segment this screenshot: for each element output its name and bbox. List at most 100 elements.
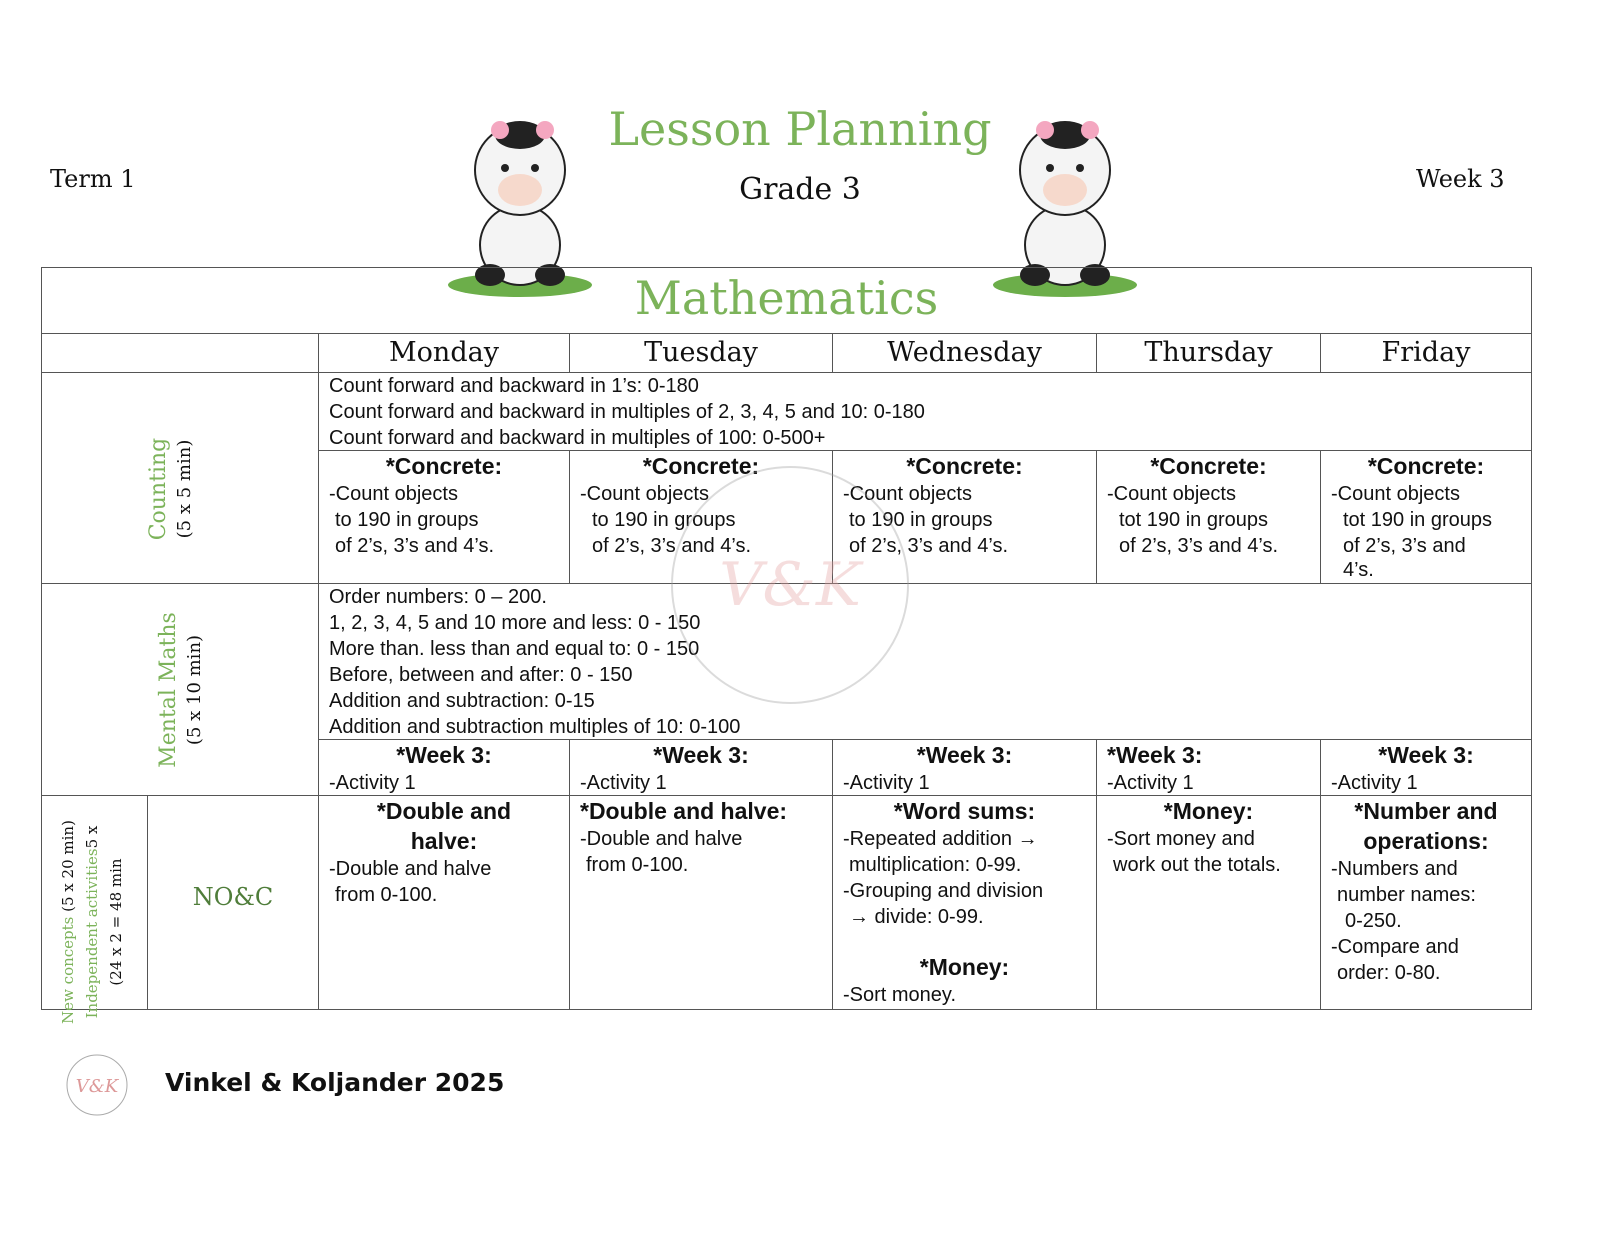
noc-label-cell: NO&C xyxy=(147,795,319,1010)
text-line: 5 x xyxy=(83,825,101,849)
text-line: to 190 in groups xyxy=(335,509,479,531)
text-line: Independent activities xyxy=(83,848,101,1019)
noc-friday: *Number and operations: -Numbers and numbe… xyxy=(1320,795,1532,1010)
mental-wednesday: *Week 3: -Activity 1 xyxy=(832,739,1097,796)
text-line: *Money: xyxy=(919,954,1010,980)
text-line: Order numbers: 0 – 200. xyxy=(329,586,547,608)
text-line: *Concrete: xyxy=(642,453,760,479)
counting-thursday: *Concrete: -Count objects tot 190 in group… xyxy=(1096,450,1321,584)
text-line: *Money: xyxy=(1163,798,1254,824)
text-line: tot 190 in groups xyxy=(1343,509,1492,531)
counting-general-line: Count forward and backward in multiples … xyxy=(329,427,826,449)
text-line: *Concrete: xyxy=(1150,453,1267,479)
text-line: New concepts xyxy=(59,916,77,1024)
text-line: -Grouping and division xyxy=(843,880,1044,902)
page-title: Lesson Planning xyxy=(608,102,992,156)
text-line: -Sort money. xyxy=(843,984,956,1006)
text-line: -Count objects xyxy=(1331,483,1460,505)
mental-thursday: *Week 3: -Activity 1 xyxy=(1096,739,1321,796)
text-line: (24 x 2 = 48 min xyxy=(107,858,125,986)
text-line: *Concrete: xyxy=(385,453,503,479)
day-header-wednesday: Wednesday xyxy=(832,333,1097,373)
counting-label: Counting xyxy=(146,437,171,541)
text-line: -Activity 1 xyxy=(1107,772,1194,794)
zebra-illustration-right xyxy=(993,121,1137,297)
text-line: order: 0-80. xyxy=(1337,962,1441,984)
text-line: *Week 3: xyxy=(396,742,492,768)
text-line: -Compare and xyxy=(1331,936,1459,958)
text-line: of 2’s, 3’s and 4’s. xyxy=(335,535,495,557)
mental-maths-duration: (5 x 10 min) xyxy=(184,634,205,746)
text-line: *Double and halve: xyxy=(580,798,788,824)
day-header-monday: Monday xyxy=(318,333,570,373)
text-line: from 0-100. xyxy=(335,884,438,906)
text-line: -Activity 1 xyxy=(580,772,667,794)
text-line: work out the totals. xyxy=(1113,854,1281,876)
text-line: More than. less than and equal to: 0 - 1… xyxy=(329,638,700,660)
mental-maths-label: Mental Maths xyxy=(156,612,181,768)
text-line: to 190 in groups xyxy=(592,509,736,531)
footer-credit: Vinkel & Koljander 2025 xyxy=(165,1068,505,1097)
text-line: of 2’s, 3’s and 4’s. xyxy=(849,535,1009,557)
text-line: Addition and subtraction multiples of 10… xyxy=(329,716,741,738)
text-line: *Concrete: xyxy=(1367,453,1485,479)
text-line: from 0-100. xyxy=(586,854,689,876)
counting-duration: (5 x 5 min) xyxy=(174,439,195,539)
mental-monday: *Week 3: -Activity 1 xyxy=(318,739,570,796)
text-line: -Double and halve xyxy=(329,858,492,880)
text-line: Before, between and after: 0 - 150 xyxy=(329,664,633,686)
watermark-logo: V&K xyxy=(671,466,909,704)
text-line: *Word sums: xyxy=(893,798,1036,824)
noc-time-cell: New concepts (5 x 20 min) Independent ac… xyxy=(41,795,148,1024)
text-line: -Sort money and xyxy=(1107,828,1255,850)
text-line: Addition and subtraction: 0-15 xyxy=(329,690,595,712)
text-line: -Activity 1 xyxy=(843,772,930,794)
day-header-friday: Friday xyxy=(1320,333,1532,373)
counting-general: Count forward and backward in 1’s: 0-180… xyxy=(318,372,1532,451)
zebra-illustration-left xyxy=(448,121,592,297)
text-line: *Concrete: xyxy=(906,453,1023,479)
text-line: *Number and operations: xyxy=(1354,798,1498,854)
text-line: -Count objects xyxy=(329,483,458,505)
text-line: of 2’s, 3’s and 4’s. xyxy=(592,535,752,557)
counting-friday: *Concrete: -Count objects tot 190 in group… xyxy=(1320,450,1532,584)
noc-thursday: *Money: -Sort money and work out the total… xyxy=(1096,795,1321,1010)
subject-title: Mathematics xyxy=(634,271,939,325)
counting-monday: *Concrete: -Count objects to 190 in groups… xyxy=(318,450,570,584)
counting-general-line: Count forward and backward in multiples … xyxy=(329,401,925,423)
text-line: *Week 3: xyxy=(1378,742,1474,768)
footer-logo: V&K xyxy=(66,1054,128,1116)
week-label: Week 3 xyxy=(1416,165,1505,193)
text-line: 1, 2, 3, 4, 5 and 10 more and less: 0 - … xyxy=(329,612,701,634)
text-line: multiplication: 0-99. xyxy=(849,854,1022,876)
text-line: → divide: 0-99. xyxy=(849,906,984,928)
text-line: 4’s. xyxy=(1343,559,1374,581)
text-line: -Activity 1 xyxy=(1331,772,1418,794)
text-line: -Numbers and xyxy=(1331,858,1458,880)
counting-general-line: Count forward and backward in 1’s: 0-180 xyxy=(329,375,699,397)
text-line: -Activity 1 xyxy=(329,772,416,794)
noc-wednesday: *Word sums:-Repeated addition →multiplic… xyxy=(832,795,1097,1010)
svg-text:V&K: V&K xyxy=(76,1076,120,1097)
text-line: *Week 3: xyxy=(916,742,1013,768)
day-header-thursday: Thursday xyxy=(1096,333,1321,373)
mental-tuesday: *Week 3: -Activity 1 xyxy=(569,739,833,796)
day-header-tuesday: Tuesday xyxy=(569,333,833,373)
text-line: of 2’s, 3’s and xyxy=(1343,535,1466,557)
text-line: -Count objects xyxy=(1107,483,1236,505)
text-line: *Week 3: xyxy=(1107,742,1203,768)
mental-maths-general: Order numbers: 0 – 200. 1, 2, 3, 4, 5 and… xyxy=(318,583,1532,740)
mental-maths-label-cell: Mental Maths (5 x 10 min) xyxy=(41,583,319,796)
term-label: Term 1 xyxy=(50,165,136,193)
text-line: *Week 3: xyxy=(653,742,749,768)
text-line: (5 x 20 min) xyxy=(59,820,77,917)
text-line: tot 190 in groups xyxy=(1119,509,1268,531)
text-line: number names: xyxy=(1337,884,1476,906)
subject-row: Mathematics xyxy=(41,267,1532,334)
noc-label: NO&C xyxy=(192,883,274,911)
mental-friday: *Week 3: -Activity 1 xyxy=(1320,739,1532,796)
svg-text:V&K: V&K xyxy=(719,550,864,620)
